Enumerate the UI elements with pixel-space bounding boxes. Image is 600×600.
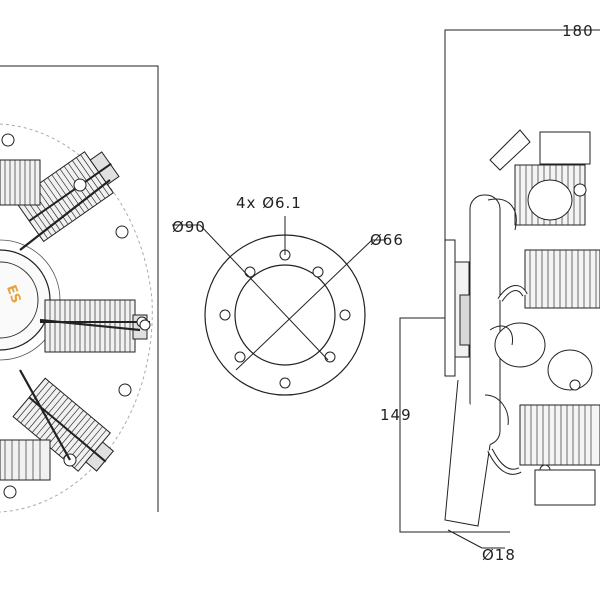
engine-side-view <box>399 29 600 549</box>
dim-flange-bolt-circle: Ø90 <box>172 218 206 236</box>
dim-flange-inner: Ø66 <box>370 231 404 249</box>
dim-flange-holes: 4x Ø6.1 <box>236 194 302 212</box>
cylinder-top-fragment <box>0 133 41 206</box>
side-cylinder-middle <box>497 249 600 309</box>
side-cylinder-lower <box>487 404 600 506</box>
engine-front-view: ES <box>0 65 159 513</box>
flange-bolt-holes <box>219 249 351 389</box>
dim-exhaust-diameter: Ø18 <box>482 546 516 564</box>
side-cylinder-heads <box>494 179 593 498</box>
hub-logo: ES <box>3 283 23 305</box>
exhaust-pipe <box>444 379 505 549</box>
mounting-flange-view <box>172 216 385 396</box>
dim-height: 149 <box>380 406 412 424</box>
dim-overall-length: 180 <box>562 22 594 40</box>
cylinder-bottom-fragment <box>0 439 77 499</box>
